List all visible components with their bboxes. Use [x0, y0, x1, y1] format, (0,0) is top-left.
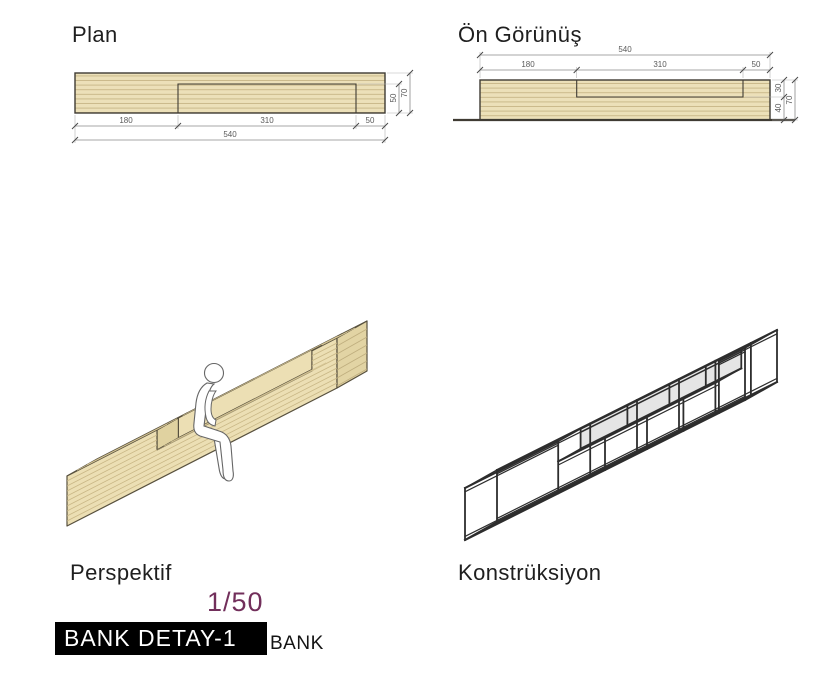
construction-drawing: [463, 328, 779, 542]
front-dimension-lines: [480, 54, 796, 120]
seated-figure: [193, 362, 234, 482]
plan-dimension-lines: [75, 73, 411, 141]
front-dimension-ticks: [476, 51, 799, 124]
front-bench-outline: [479, 79, 771, 121]
construction-frame: [463, 328, 779, 542]
plan-drawing: 180 310 50 540 50 70: [71, 69, 414, 144]
front-drawing: 540 180 310 50 30 40 70: [453, 45, 799, 124]
end-face-grain: [336, 328, 368, 387]
plan-dim-50: 50: [366, 116, 375, 125]
front-dim-side-40: 40: [774, 103, 783, 112]
plan-dim-180: 180: [119, 116, 133, 125]
front-view-label: Ön Görünüş: [458, 22, 582, 47]
top-face-grain: [76, 327, 356, 471]
front-recess-outline: [576, 80, 744, 98]
plan-bench-outline: [74, 72, 386, 114]
plan-view-label: Plan: [72, 22, 118, 47]
front-dim-50: 50: [752, 60, 761, 69]
plan-recess-outline: [177, 83, 357, 113]
plan-dim-540: 540: [223, 130, 237, 139]
plan-dimension-ticks: [71, 69, 414, 144]
construction-view-label: Konstrüksiyon: [458, 560, 602, 585]
front-dim-180: 180: [521, 60, 535, 69]
front-dim-540: 540: [618, 45, 632, 54]
perspective-bench: [66, 320, 368, 527]
sheet-title-bar: BANK DETAY-1: [55, 622, 267, 655]
sheet-subtitle: BANK: [270, 633, 324, 654]
sheet-title-text: BANK DETAY-1: [64, 625, 237, 651]
plan-dim-side-70: 70: [400, 88, 409, 97]
scale-text: 1/50: [207, 587, 264, 617]
plan-extension-lines: [74, 72, 413, 143]
perspective-drawing: [66, 320, 368, 527]
plan-dim-side-50: 50: [389, 93, 398, 102]
plan-dim-310: 310: [260, 116, 274, 125]
front-extension-lines: [479, 52, 798, 121]
front-dim-310: 310: [653, 60, 667, 69]
perspective-view-label: Perspektif: [70, 560, 172, 585]
front-dim-side-70: 70: [785, 95, 794, 104]
front-dim-side-30: 30: [774, 83, 783, 92]
